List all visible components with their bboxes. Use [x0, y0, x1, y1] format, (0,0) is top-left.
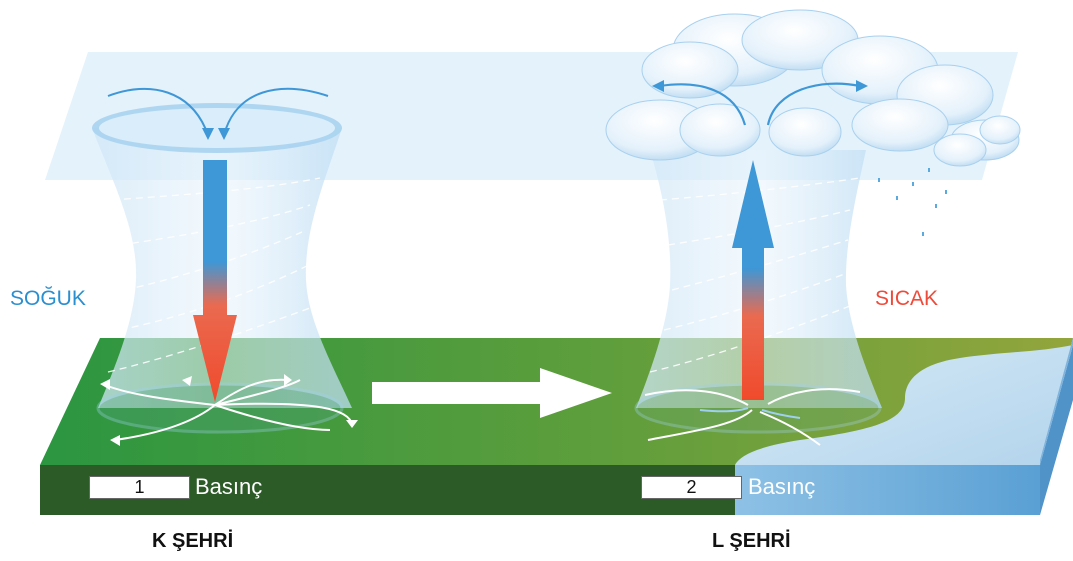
cloud-group [605, 9, 1021, 167]
cold-label: SOĞUK [10, 287, 86, 310]
sea-surface [735, 338, 1073, 465]
pressure-box-1[interactable]: 1 [89, 476, 190, 499]
rain-drops [878, 168, 947, 236]
pressure-label-1: Basınç [195, 474, 263, 499]
city-l-label: L ŞEHRİ [712, 530, 791, 552]
wind-direction-arrow [372, 368, 612, 418]
sea-edge [1040, 345, 1073, 515]
pressure-label-2: Basınç [748, 474, 816, 499]
sea-side [735, 465, 1040, 515]
outflow-arrows [652, 80, 868, 126]
city-k-label: K ŞEHRİ [152, 530, 234, 552]
warm-label: SICAK [875, 287, 939, 310]
descending-air-funnel [92, 88, 358, 446]
rising-air-funnel [634, 150, 882, 446]
pressure-box-2[interactable]: 2 [641, 476, 742, 499]
